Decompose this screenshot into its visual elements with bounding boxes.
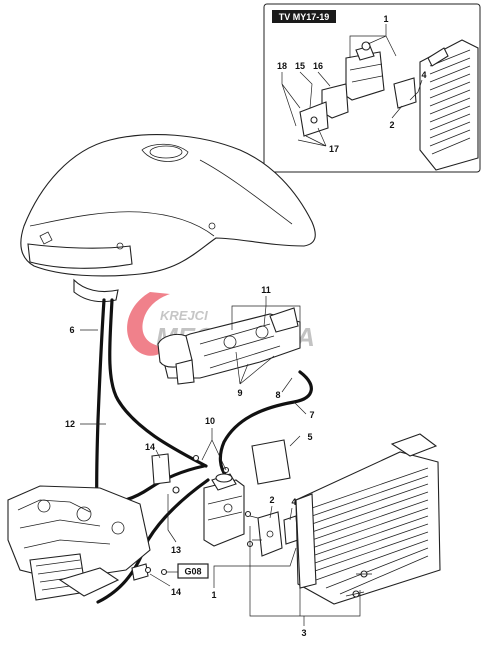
throttle-body-assembly: [157, 307, 301, 385]
callout-3: 3: [301, 628, 306, 638]
callout-7: 7: [309, 410, 314, 420]
leader-lines: [80, 296, 361, 626]
callout-6: 6: [69, 325, 74, 335]
callouts: 11 6 9 8 7 12 10 5 14 2 4 13 1 14 3: [65, 285, 315, 638]
expansion-tank: [203, 473, 245, 547]
callout-12: 12: [65, 419, 75, 429]
callout-8: 8: [275, 390, 280, 400]
inset-callout-1: 1: [383, 14, 388, 24]
inset-callout-4: 4: [421, 70, 426, 80]
callout-14-bottom: 14: [171, 587, 181, 597]
reference-box[interactable]: G08: [160, 563, 209, 579]
callout-13: 13: [171, 545, 181, 555]
hardware: [131, 453, 230, 581]
callout-2: 2: [269, 495, 274, 505]
inset-callout-16: 16: [313, 61, 323, 71]
inset-panel: TV MY17-19 1 15: [263, 3, 481, 173]
callout-11: 11: [261, 285, 271, 295]
inset-radiator: [419, 39, 479, 171]
watermark-swoosh: [127, 292, 170, 356]
callout-14-top: 14: [145, 442, 155, 452]
cover-plate: [251, 439, 291, 485]
engine: [7, 485, 151, 601]
inset-bracket: [299, 83, 349, 137]
hose-7: [218, 370, 313, 478]
radiator: [295, 433, 441, 605]
inset-mount-plate: [393, 77, 417, 109]
radiator-bracket: [244, 510, 299, 557]
callout-9: 9: [237, 388, 242, 398]
inset-callout-2: 2: [389, 120, 394, 130]
inset-callout-17: 17: [329, 144, 339, 154]
inset-expansion-tank: [345, 41, 385, 101]
inset-title-bar: [272, 10, 336, 23]
callout-4: 4: [291, 497, 296, 507]
watermark-line1: KREJCI: [160, 308, 208, 323]
hose-12: [108, 298, 208, 468]
callout-1: 1: [211, 590, 216, 600]
reference-box-label[interactable]: G08: [184, 567, 201, 577]
inset-title: TV MY17-19: [279, 12, 330, 22]
fuel-tank: [20, 134, 316, 303]
reference-box-frame[interactable]: [177, 563, 209, 579]
inset-callout-15: 15: [295, 61, 305, 71]
callout-10: 10: [205, 416, 215, 426]
inset-callout-18: 18: [277, 61, 287, 71]
callout-5: 5: [307, 432, 312, 442]
